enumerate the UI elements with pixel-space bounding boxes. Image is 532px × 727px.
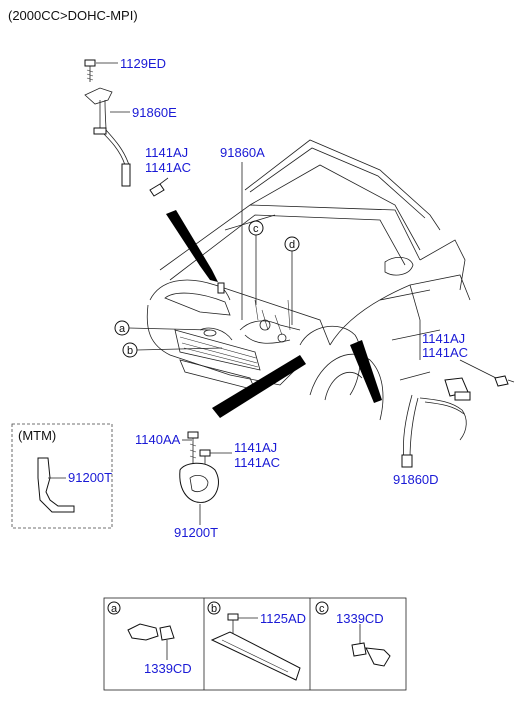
detail-b-part: 1125AD xyxy=(260,611,306,626)
label-91860e: 91860E xyxy=(132,105,177,120)
label-91860d: 91860D xyxy=(393,472,439,487)
label-91200t: 91200T xyxy=(174,525,218,540)
callout-arrows xyxy=(166,210,382,418)
detail-panels: a 1339CD b 1125AD c 1339CD xyxy=(103,597,407,691)
callout-d: d xyxy=(284,236,300,325)
svg-text:c: c xyxy=(253,223,259,235)
part-91200t-assembly: 1140AA 1141AJ 1141AC 91200T xyxy=(135,431,280,540)
label-1141ac-right: 1141AC xyxy=(422,345,468,360)
label-91860a: 91860A xyxy=(220,145,265,160)
svg-text:b: b xyxy=(211,603,217,615)
detail-c-part: 1339CD xyxy=(336,611,384,626)
car-illustration xyxy=(146,139,471,421)
label-91200t-mtm: 91200T xyxy=(68,470,112,485)
label-1141ac-top: 1141AC xyxy=(145,160,191,175)
svg-text:a: a xyxy=(119,323,126,335)
mtm-title: (MTM) xyxy=(18,428,56,443)
label-1141aj-right: 1141AJ xyxy=(422,331,465,346)
part-91860d-assembly: 1141AJ 1141AC 91860D xyxy=(393,331,515,487)
detail-a-part: 1339CD xyxy=(144,661,192,676)
detail-panel-b: b 1125AD xyxy=(207,601,306,681)
callout-b: b xyxy=(122,342,223,358)
callout-c: c xyxy=(248,220,264,305)
svg-text:d: d xyxy=(289,239,295,251)
svg-text:c: c xyxy=(319,603,325,615)
svg-text:b: b xyxy=(127,345,133,357)
detail-panel-c: c 1339CD xyxy=(315,601,391,667)
detail-panel-a: a 1339CD xyxy=(107,601,192,676)
label-1140aa: 1140AA xyxy=(135,432,181,447)
diagram-header: (2000CC>DOHC-MPI) xyxy=(8,8,138,23)
callout-a: a xyxy=(114,320,211,336)
label-1141aj-top: 1141AJ xyxy=(145,145,188,160)
label-1141aj-center: 1141AJ xyxy=(234,440,277,455)
mtm-box: (MTM) 91200T xyxy=(11,423,113,529)
svg-text:a: a xyxy=(111,603,118,615)
label-1141ac-center: 1141AC xyxy=(234,455,280,470)
label-1129ed: 1129ED xyxy=(120,56,166,71)
part-91860e-assembly xyxy=(84,59,169,197)
